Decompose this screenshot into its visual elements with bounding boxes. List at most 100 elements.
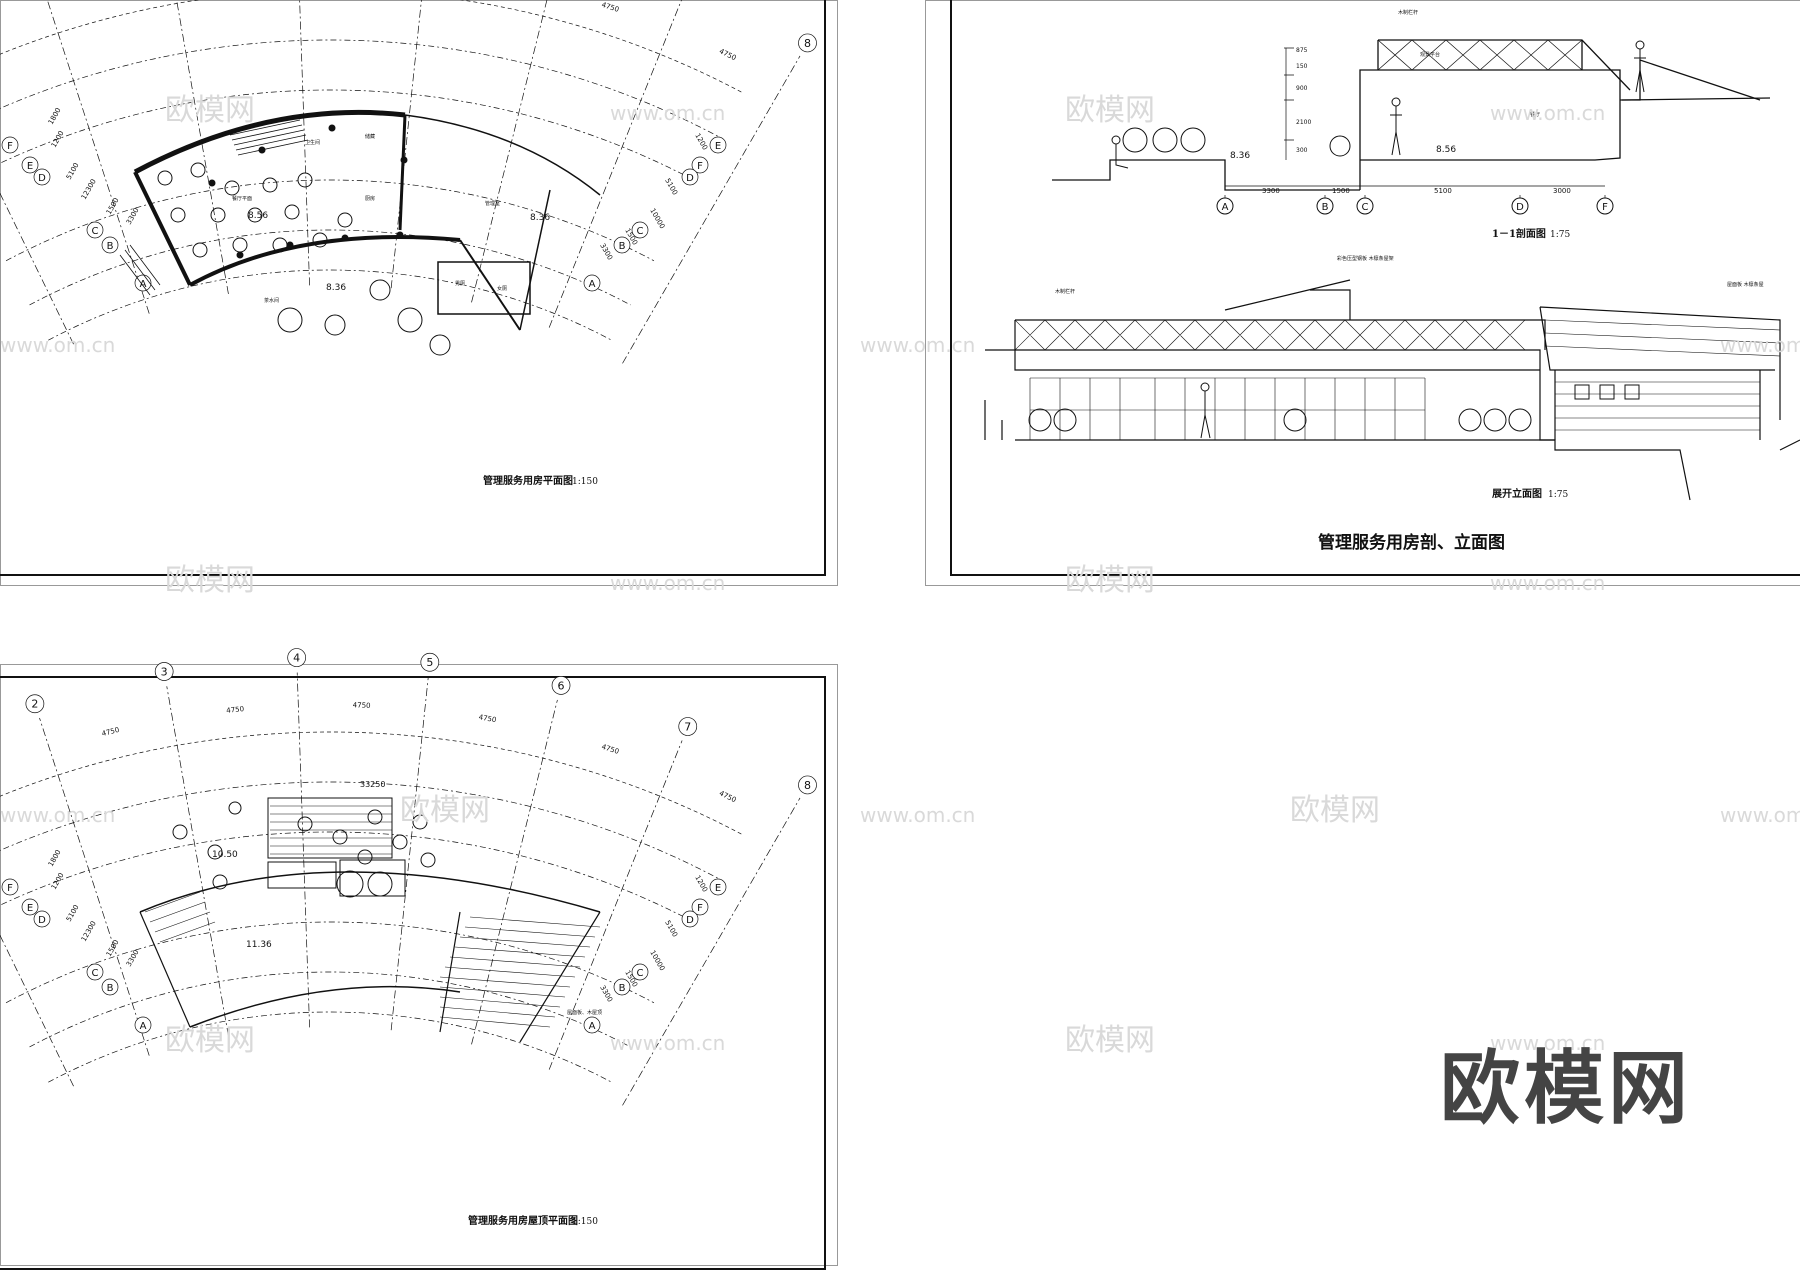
section-title: 1－1剖面图 <box>1492 227 1546 240</box>
plan-scale: 1:150 <box>572 477 598 487</box>
plan-room-2: 储藏 <box>365 133 375 140</box>
svg-text:D: D <box>686 915 694 926</box>
svg-text:5100: 5100 <box>663 177 679 196</box>
elev-label-3: 屋面板 木檩条屋 <box>1727 281 1764 288</box>
roof-top-total: 33250 <box>360 780 385 789</box>
plan-stair <box>119 119 309 296</box>
arc-axis-bubble-left: B <box>101 236 119 254</box>
svg-text:4750: 4750 <box>226 705 245 715</box>
roof-grid-lines: 123456784750475047504750475047504750FEDC… <box>0 648 817 1106</box>
svg-text:B: B <box>619 241 626 252</box>
plan-room-6: 茶水间 <box>264 297 279 304</box>
plan-elev-3: 8.36 <box>530 213 550 223</box>
plan-room-7: 男厕 <box>455 281 465 287</box>
svg-text:3300: 3300 <box>598 984 614 1003</box>
section-h-3: 900 <box>1296 85 1308 92</box>
elevation-drawing: 木制栏杆 彩色压型钢板 木檩条屋架 屋面板 木檩条屋 展开立面图 1:75 管理… <box>984 255 1800 553</box>
svg-text:F: F <box>7 883 13 894</box>
arc-axis-bubble-right: D <box>681 168 699 186</box>
arc-axis-bubble-right: B <box>613 978 631 996</box>
arc-axis-bubble-left: F <box>1 136 19 154</box>
svg-text:1800: 1800 <box>47 107 63 126</box>
section-h-1: 875 <box>1296 47 1308 54</box>
section-dim-2: 1500 <box>1332 187 1350 195</box>
section-axis-B: B <box>1316 197 1334 215</box>
arc-axis-bubble-right: E <box>709 136 727 154</box>
svg-text:B: B <box>1322 202 1329 213</box>
watermark-url: www.om.cn <box>610 101 725 125</box>
watermark-url: www.om.cn <box>610 571 725 595</box>
svg-text:B: B <box>107 983 114 994</box>
arc-axis-bubble-right: D <box>681 910 699 928</box>
svg-text:F: F <box>697 161 703 172</box>
svg-text:B: B <box>107 241 114 252</box>
brand-logo: 欧模网 <box>1440 1042 1692 1135</box>
section-frame <box>950 0 1800 576</box>
section-h-2: 150 <box>1296 63 1308 70</box>
watermark-logo: 欧模网 <box>1065 1023 1155 1058</box>
plan-room-5: 餐厅平面 <box>232 195 252 202</box>
svg-text:10000: 10000 <box>648 207 666 230</box>
svg-text:7: 7 <box>684 721 691 734</box>
watermark-logo: 欧模网 <box>1065 563 1155 598</box>
svg-text:1200: 1200 <box>50 130 66 149</box>
radial-axis-bubble: 8 <box>798 775 817 795</box>
radial-axis-bubble: 5 <box>420 652 440 672</box>
svg-text:A: A <box>140 279 147 290</box>
elev-label-1: 木制栏杆 <box>1055 288 1075 295</box>
watermark-logo: 欧模网 <box>165 93 255 128</box>
svg-text:D: D <box>686 173 694 184</box>
section-axis-bubbles: A B C D F <box>1216 197 1614 215</box>
svg-text:F: F <box>7 141 13 152</box>
roof-furniture <box>172 801 436 898</box>
roof-hatch <box>144 805 601 1028</box>
plan-room-4: 管理室 <box>485 200 500 207</box>
svg-text:4: 4 <box>293 652 300 665</box>
svg-text:E: E <box>27 161 33 172</box>
svg-text:5100: 5100 <box>65 162 81 181</box>
section-elev-1: 8.36 <box>1230 151 1250 161</box>
section-elev-2: 8.56 <box>1436 145 1456 155</box>
svg-text:5: 5 <box>426 656 433 669</box>
svg-text:8: 8 <box>804 37 811 50</box>
svg-text:A: A <box>140 1021 147 1032</box>
svg-text:E: E <box>27 903 33 914</box>
svg-text:6: 6 <box>558 679 565 692</box>
section-label-1: 木制栏杆 <box>1398 9 1418 16</box>
svg-text:A: A <box>589 1021 596 1032</box>
svg-text:2: 2 <box>31 698 38 711</box>
section-axis-C: C <box>1356 197 1374 215</box>
arc-axis-bubble-left: E <box>21 898 39 916</box>
watermark-logo: 欧模网 <box>1290 793 1380 828</box>
arc-axis-bubble-left: D <box>33 168 51 186</box>
section-dim-1: 3300 <box>1262 187 1280 195</box>
arc-axis-bubble-left: F <box>1 878 19 896</box>
svg-text:4750: 4750 <box>353 701 371 710</box>
roof-plan-drawing: 123456784750475047504750475047504750FEDC… <box>0 648 817 1227</box>
watermark-url: www.om.cn <box>860 803 975 827</box>
section-scale: 1:75 <box>1550 230 1570 240</box>
section-dim-4: 3000 <box>1553 187 1571 195</box>
watermark-logo: 欧模网 <box>1065 93 1155 128</box>
svg-text:3300: 3300 <box>598 242 614 261</box>
svg-text:12300: 12300 <box>80 178 98 201</box>
svg-text:E: E <box>715 141 721 152</box>
roof-note: 屋面板、木屋顶 <box>567 1009 602 1016</box>
svg-text:C: C <box>1362 202 1369 213</box>
arc-axis-bubble-left: A <box>134 1016 152 1034</box>
floor-plan-drawing: 123456784750475047504750475047504750FEDC… <box>0 0 817 487</box>
plan-columns <box>208 124 408 259</box>
svg-text:4750: 4750 <box>718 789 738 804</box>
plan-grid-lines: 123456784750475047504750475047504750FEDC… <box>0 0 817 364</box>
section-axis-A: A <box>1216 197 1234 215</box>
radial-axis-bubble: 4 <box>287 648 307 667</box>
svg-text:1200: 1200 <box>693 132 709 151</box>
watermark-logo: 欧模网 <box>165 1023 255 1058</box>
section-h-5: 300 <box>1296 147 1308 154</box>
watermark-url: www.om.cn <box>1490 101 1605 125</box>
roof-title: 管理服务用房屋顶平面图 <box>468 1214 578 1227</box>
elev-label-2: 彩色压型钢板 木檩条屋架 <box>1337 255 1394 262</box>
radial-axis-bubble: 7 <box>678 717 698 736</box>
arc-axis-bubble-right: F <box>691 156 709 174</box>
plan-elev-1: 8.56 <box>248 211 268 221</box>
